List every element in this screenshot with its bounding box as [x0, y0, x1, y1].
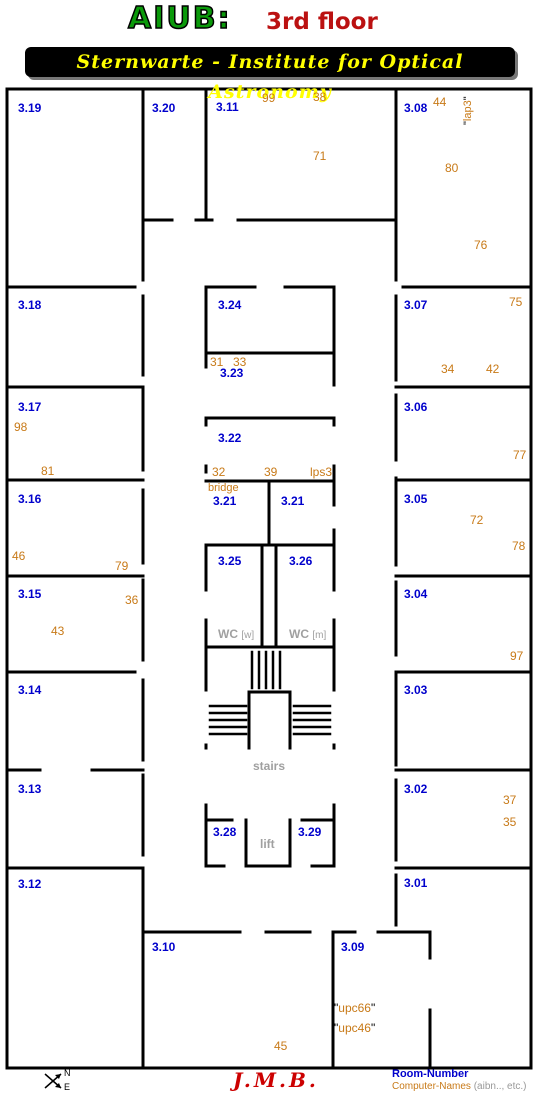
- room-3-24[interactable]: 3.24: [218, 298, 242, 312]
- room-3-19[interactable]: 3.19: [18, 101, 42, 115]
- compass-north-label: N: [64, 1068, 71, 1078]
- computer-45: 45: [274, 1039, 288, 1053]
- wc-men[interactable]: WC [m]: [289, 627, 327, 641]
- author-signature: J.M.B.: [233, 1068, 319, 1092]
- computer-77: 77: [513, 448, 527, 462]
- room-3-08[interactable]: 3.08: [404, 101, 428, 115]
- room-3-12[interactable]: 3.12: [18, 877, 42, 891]
- legend-computer-names: Computer-Names (aibn.., etc.): [392, 1081, 527, 1092]
- computer-35: 35: [503, 815, 517, 829]
- left-room-dividers: [5, 285, 145, 870]
- room-3-25[interactable]: 3.25: [218, 554, 242, 568]
- room-3-28[interactable]: 3.28: [213, 825, 237, 839]
- room-3-17[interactable]: 3.17: [18, 400, 42, 414]
- computer-79: 79: [115, 559, 129, 573]
- room-3-26[interactable]: 3.26: [289, 554, 313, 568]
- bottom-rooms-walls: [141, 923, 432, 1070]
- room-3-07[interactable]: 3.07: [404, 298, 428, 312]
- computer-72: 72: [470, 513, 484, 527]
- lift-label[interactable]: lift: [260, 837, 275, 851]
- computer-31: 31: [210, 355, 224, 369]
- stairs-well: [247, 690, 292, 750]
- computer-42: 42: [486, 362, 500, 376]
- room-3-05[interactable]: 3.05: [404, 492, 428, 506]
- central-block-walls: [204, 285, 336, 750]
- computer-37: 37: [503, 793, 517, 807]
- aiub-logo: AIUB:: [127, 1, 232, 37]
- computer-39: 39: [264, 465, 278, 479]
- computer-80: 80: [445, 161, 459, 175]
- computer-46: 46: [12, 549, 26, 563]
- computer-97: 97: [510, 649, 524, 663]
- room-3-21-left[interactable]: 3.21: [213, 494, 237, 508]
- computer-lap3: "lap3": [462, 96, 474, 125]
- bridge-label: bridge: [208, 482, 239, 494]
- room-3-04[interactable]: 3.04: [404, 587, 428, 601]
- compass-arrows-icon: [44, 1073, 62, 1089]
- stairs-steps[interactable]: [208, 650, 332, 736]
- computer-36: 36: [125, 593, 139, 607]
- outer-wall: [5, 87, 533, 1070]
- floor-title: 3rd floor: [266, 9, 378, 35]
- room-3-18[interactable]: 3.18: [18, 298, 42, 312]
- room-3-16[interactable]: 3.16: [18, 492, 42, 506]
- computer-43: 43: [51, 624, 65, 638]
- room-3-15[interactable]: 3.15: [18, 587, 42, 601]
- computer-81: 81: [41, 464, 55, 478]
- computer-99: 99: [262, 91, 276, 105]
- computer-lps3: lps3: [310, 465, 333, 479]
- room-3-14[interactable]: 3.14: [18, 683, 42, 697]
- computer-44: 44: [433, 95, 447, 109]
- room-3-21-right[interactable]: 3.21: [281, 494, 305, 508]
- computer-32: 32: [212, 465, 226, 479]
- stairs-label: stairs: [253, 759, 286, 773]
- lift-block-walls: [204, 803, 336, 868]
- institute-banner: Sternwarte - Institute for Optical Astro…: [25, 47, 515, 103]
- room-3-23[interactable]: 3.23: [220, 366, 244, 380]
- computer-78: 78: [512, 539, 526, 553]
- room-3-20[interactable]: 3.20: [152, 101, 176, 115]
- computer-75: 75: [509, 295, 523, 309]
- room-3-06[interactable]: 3.06: [404, 400, 428, 414]
- computer-98: 98: [14, 420, 28, 434]
- compass: N E: [42, 1068, 76, 1094]
- room-3-03[interactable]: 3.03: [404, 683, 428, 697]
- computer-71: 71: [313, 149, 327, 163]
- room-3-02[interactable]: 3.02: [404, 782, 428, 796]
- room-3-11[interactable]: 3.11: [216, 100, 239, 114]
- top-rooms-walls: [141, 87, 398, 222]
- computer-upc46: "upc46": [334, 1021, 376, 1035]
- compass-east-label: E: [64, 1082, 71, 1092]
- computer-34: 34: [441, 362, 455, 376]
- computer-38: 38: [313, 90, 327, 104]
- wc-women[interactable]: WC [w]: [218, 627, 255, 641]
- computer-76: 76: [474, 238, 488, 252]
- room-3-10[interactable]: 3.10: [152, 940, 176, 954]
- room-3-29[interactable]: 3.29: [298, 825, 322, 839]
- legend-room-number: Room-Number: [392, 1068, 469, 1080]
- room-3-22[interactable]: 3.22: [218, 431, 242, 445]
- room-3-13[interactable]: 3.13: [18, 782, 42, 796]
- computer-33: 33: [233, 355, 247, 369]
- right-room-dividers: [394, 285, 533, 870]
- room-3-09[interactable]: 3.09: [341, 940, 365, 954]
- computer-upc66: "upc66": [334, 1001, 376, 1015]
- room-3-01[interactable]: 3.01: [404, 876, 428, 890]
